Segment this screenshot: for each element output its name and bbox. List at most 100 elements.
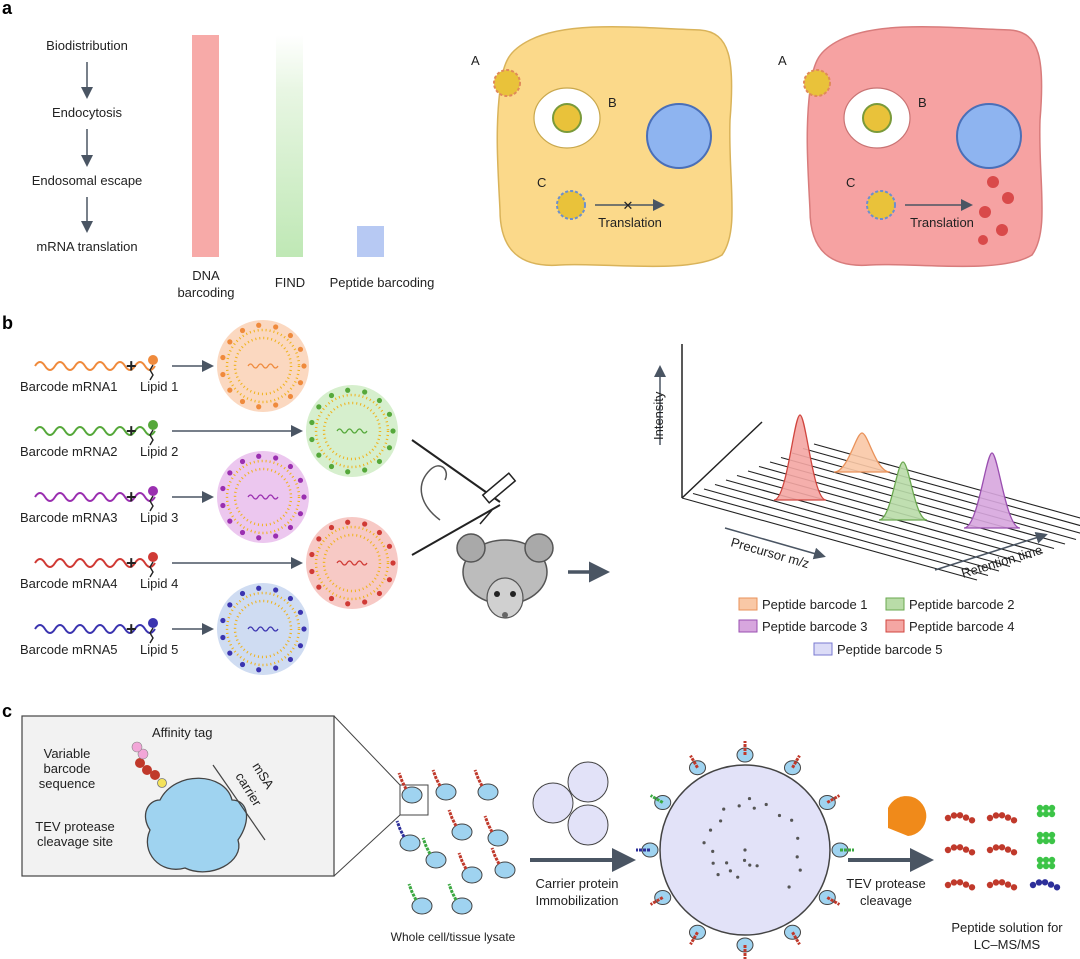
plus-sign: + [126,619,137,639]
legend-swatch-1 [738,597,758,611]
ms-plot: Intensity Precursor m/z Retention time [651,344,1080,581]
lysate-protein [457,852,483,884]
lipid-icon [148,420,158,430]
cell1-label-c: C [537,175,546,190]
mrna-wave-icon [34,426,156,436]
mrna-label: Barcode mRNA5 [20,642,118,657]
mrna-wave-icon [34,492,156,502]
step-endocytosis: Endocytosis [52,105,123,120]
legend-swatch-4 [885,619,905,633]
bead-dot [736,875,740,879]
barcode-row: Barcode mRNA5 +Lipid 5 [20,583,309,675]
ms-grid-line [692,492,989,577]
label-variable-1: Variable [44,746,91,761]
lipid-icon [148,552,158,562]
ms-peak [833,432,891,473]
axis-depth [681,421,763,499]
peptide-chain [944,844,976,856]
ms-grid-line [802,447,1080,527]
bead-dot [716,873,720,877]
lipid-label: Lipid 4 [140,576,178,591]
bead-protein [818,794,841,810]
peptide-chain [986,879,1018,891]
barcode-row: Barcode mRNA3+Lipid 3 [20,451,309,543]
lysate-protein [447,809,473,841]
method-label-dna-2: barcoding [177,285,234,300]
affinity-tag-cluster [1036,831,1056,845]
lysate-protein [473,769,499,801]
zoom-line [333,814,401,877]
mz-arrow [724,527,826,560]
legend-label-4: Peptide barcode 4 [909,619,1015,634]
bead-dot [722,807,726,811]
cell1-label-a: A [471,53,480,68]
lysate-protein [447,883,473,915]
step-mrna-translation: mRNA translation [36,239,137,254]
bead-dot [798,868,802,872]
bead-dot [747,796,752,801]
mrna-wave-icon [34,361,156,371]
legend-swatch-2 [885,597,905,611]
cell2-label-b: B [918,95,927,110]
peptide-chain [944,879,976,891]
blocked-x-icon: ✕ [623,198,634,213]
affinity-tag-cluster [1036,804,1056,818]
panel-b-label: b [2,313,13,333]
label-result-1: Peptide solution for [951,920,1063,935]
bead-protein [736,741,754,763]
bead-protein [689,754,706,776]
method-label-find: FIND [275,275,305,290]
bead-dot [742,858,747,862]
zoom-line [333,715,401,786]
axis-label-rt: Retention time [959,542,1044,581]
ms-peak [878,461,928,521]
barcode-row: Barcode mRNA1+Lipid 1 [20,320,309,412]
bead-dot [796,836,800,840]
label-variable-3: sequence [39,776,95,791]
peptide-chains [944,804,1061,891]
bead-dot [725,861,729,865]
bead-protein [689,924,706,946]
lipid-label: Lipid 5 [140,642,178,657]
step-endosomal-escape: Endosomal escape [32,173,143,188]
step-biodistribution: Biodistribution [46,38,128,53]
pathway-steps: Biodistribution Endocytosis Endosomal es… [32,38,143,254]
legend-label-3: Peptide barcode 3 [762,619,868,634]
translated-protein-icons [978,176,1014,245]
bead-protein [649,794,672,810]
lysate-protein [407,883,433,915]
method-label-peptide: Peptide barcoding [330,275,435,290]
label-tev-2: cleavage site [37,834,113,849]
axis-label-intensity: Intensity [651,391,666,440]
lipid-icon [148,355,158,365]
bead-protein [636,842,659,858]
plus-sign: + [126,553,137,573]
cell1-translation: Translation [598,215,662,230]
injection-line [411,439,501,503]
lysate-protein [483,815,509,847]
lysate-protein [397,772,423,804]
lipid-icon [148,618,158,628]
legend-label-1: Peptide barcode 1 [762,597,868,612]
bead-protein [649,890,672,906]
lipid-label: Lipid 2 [140,444,178,459]
lysate-protein [395,820,421,852]
peptide-chain [944,812,976,824]
method-bars: DNA barcoding FIND Peptide barcoding [177,35,434,300]
bead-dot [755,864,759,868]
peptide-chain [1029,879,1061,891]
bead-dot [787,885,791,889]
injection-line [411,504,501,556]
bead-dot [748,863,752,867]
lysate-proteins [395,769,516,915]
peptide-chain [986,812,1018,824]
plus-sign: + [126,356,137,376]
panel-c-label: c [2,701,12,721]
bead-protein [831,842,854,858]
bead-protein [736,937,754,959]
panel-a-label: a [2,0,13,18]
mouse-icon [420,465,554,619]
bead-dot [702,841,706,845]
